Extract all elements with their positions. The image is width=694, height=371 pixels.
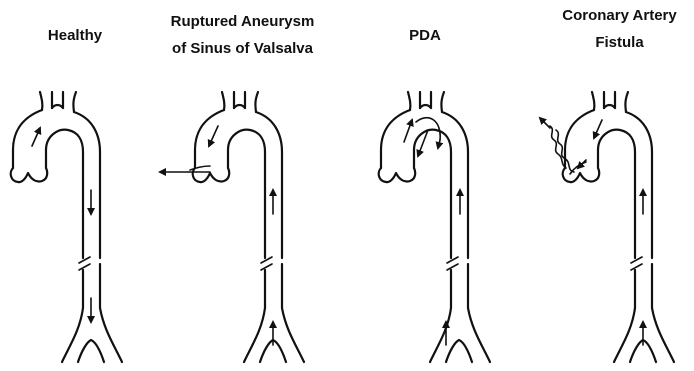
- flow-arrow-icon: [404, 120, 412, 142]
- aorta-healthy: [11, 92, 122, 362]
- aorta-pda: [379, 92, 490, 362]
- aorta-coronary-artery-fistula: [540, 92, 674, 362]
- flow-arrow-icon: [209, 126, 218, 146]
- flow-arrow-icon: [578, 160, 586, 168]
- fistula-flow-arrow-icon: [540, 118, 550, 128]
- flow-arrow-icon: [32, 128, 40, 146]
- flow-arrow-icon: [594, 120, 602, 138]
- aorta-ruptured-aneurysm: [160, 92, 304, 362]
- flow-arrow-icon: [438, 140, 440, 148]
